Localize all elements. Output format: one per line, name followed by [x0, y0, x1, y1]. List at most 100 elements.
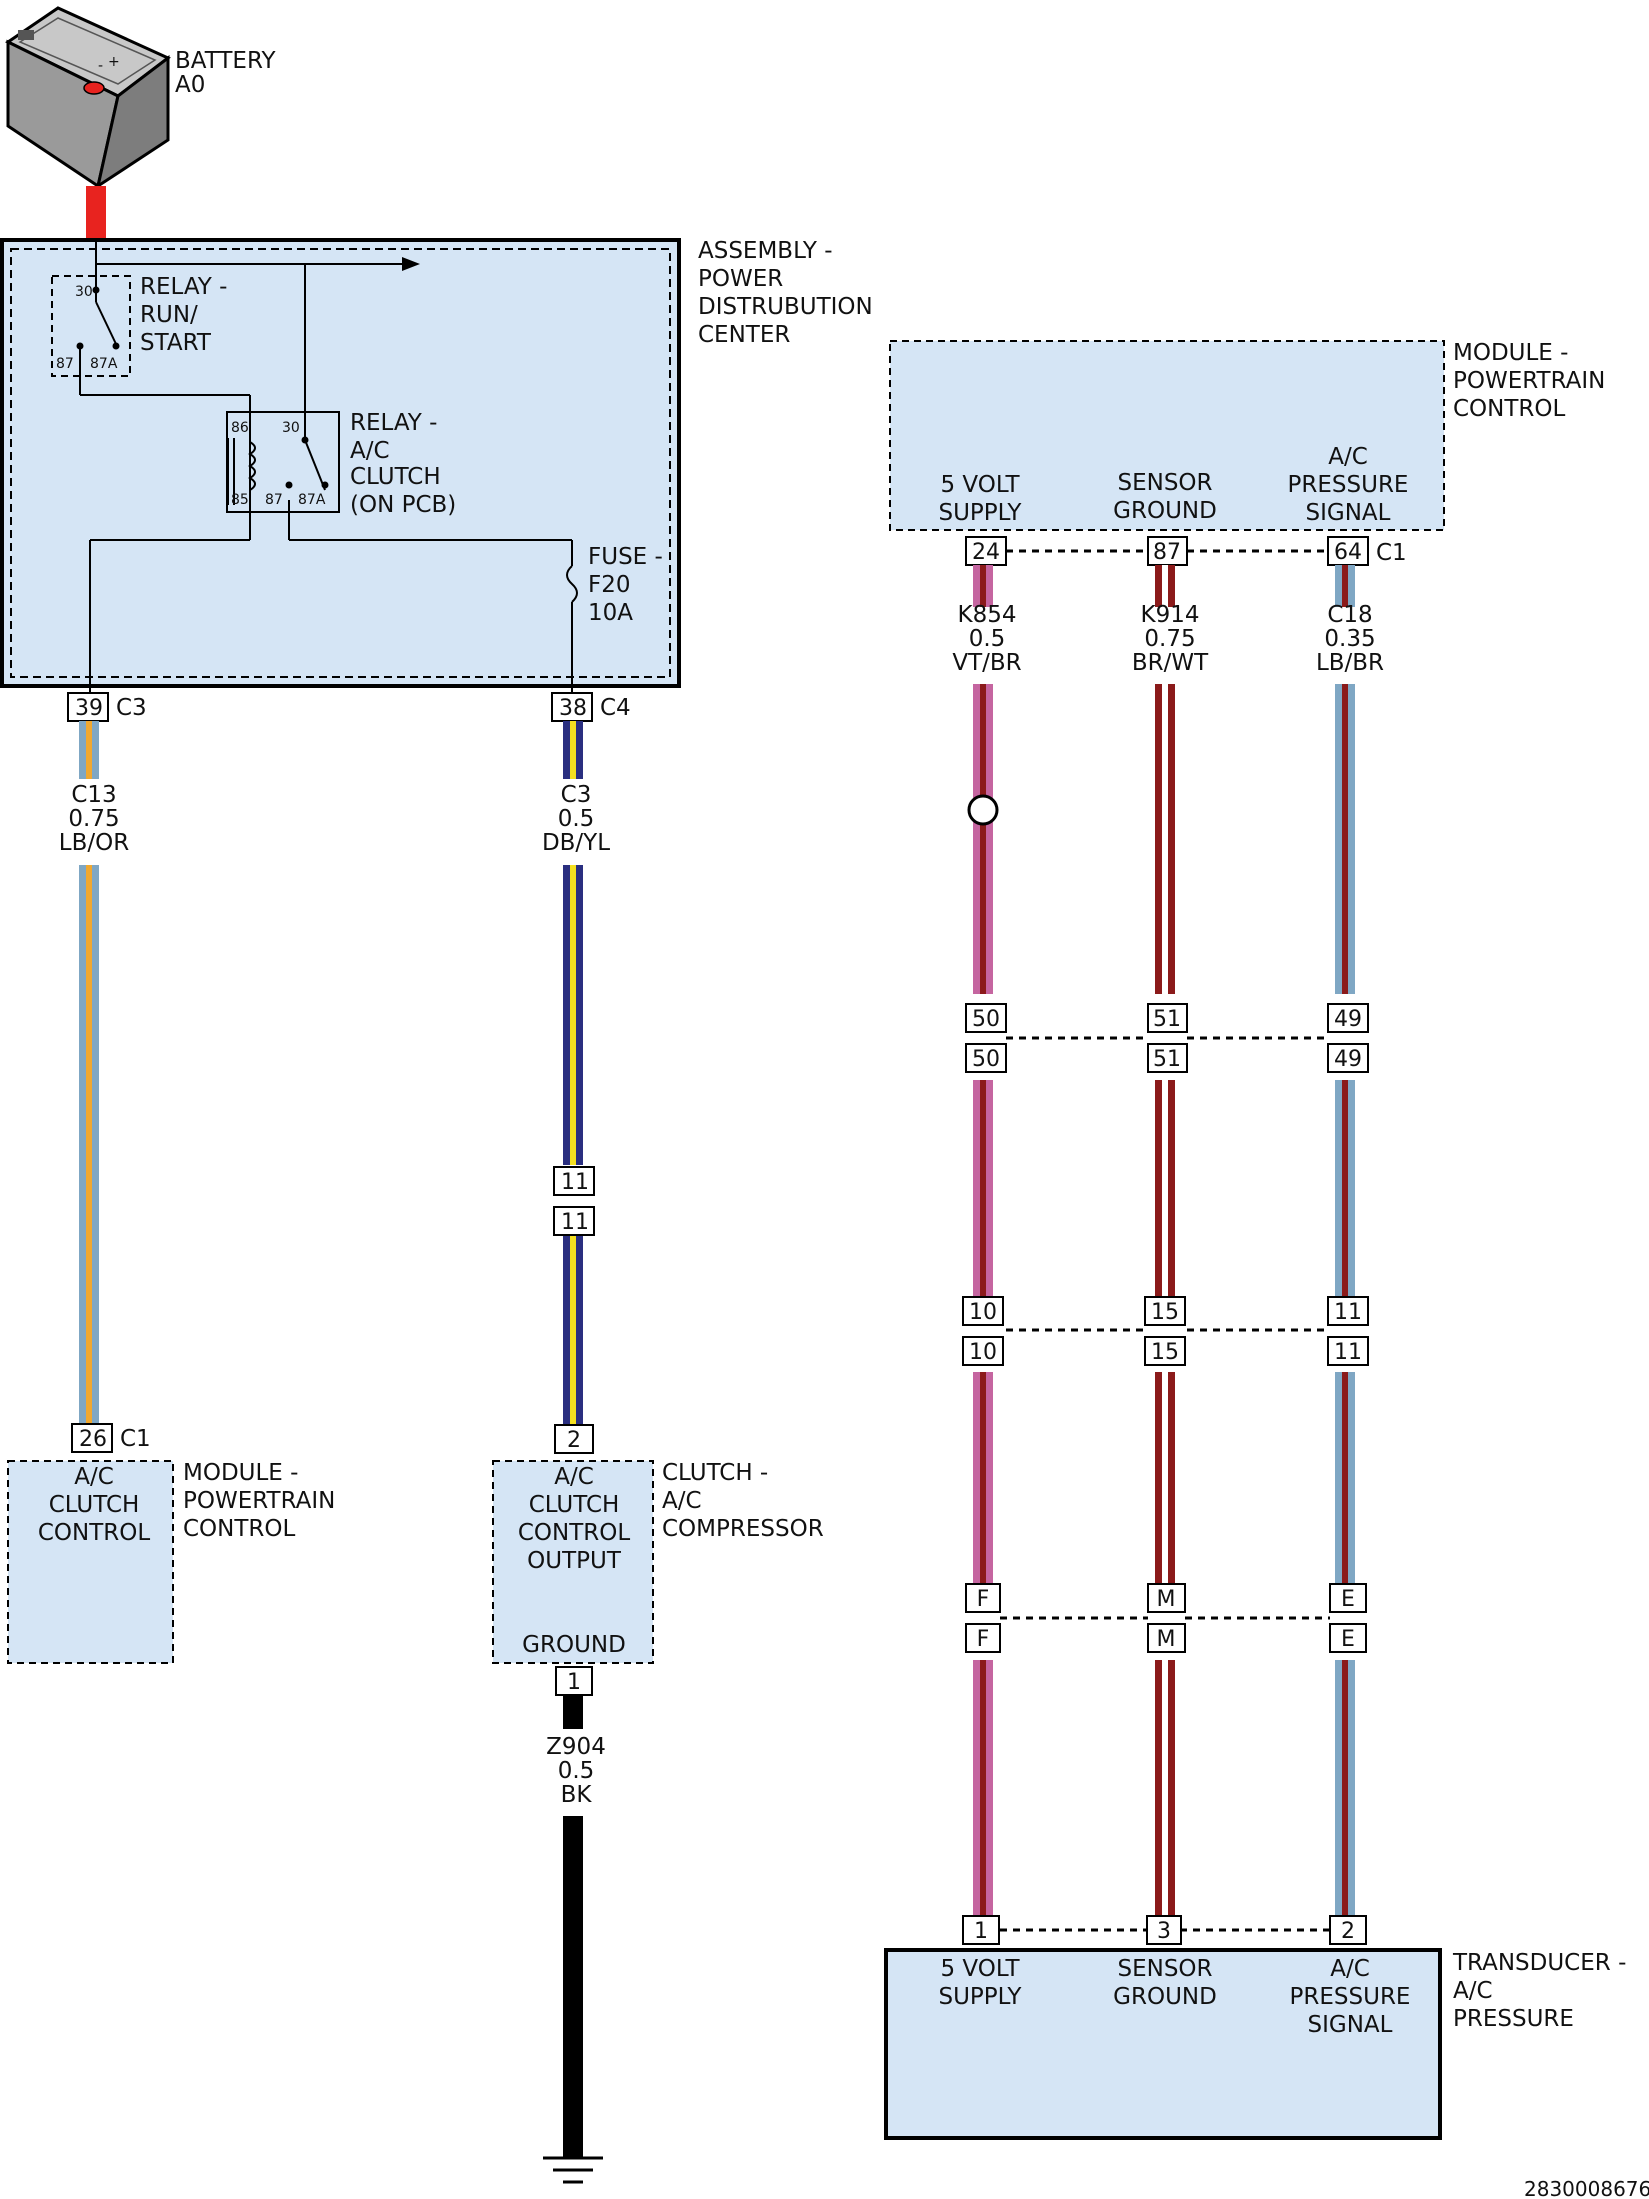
connector-pcm-left-name: C1	[120, 1426, 151, 1452]
svg-text:+: +	[108, 54, 120, 70]
pdc-title: ASSEMBLY - POWER DISTRUBUTION CENTER	[698, 238, 873, 348]
svg-text:49: 49	[1334, 1047, 1362, 1072]
svg-text:POWER: POWER	[698, 266, 783, 292]
clutch-box-text: A/C CLUTCH CONTROL OUTPUT GROUND	[518, 1464, 631, 1658]
transducer-box	[884, 1948, 1442, 2140]
connector-pdc-c3-name: C3	[116, 695, 147, 721]
connector-pcm-left: 26	[71, 1423, 113, 1453]
svg-text:10: 10	[969, 1340, 997, 1365]
svg-text:87: 87	[1153, 540, 1181, 565]
svg-text:GROUND: GROUND	[1113, 498, 1217, 524]
svg-text:SIGNAL: SIGNAL	[1306, 500, 1391, 526]
pcm-left-box	[7, 1460, 174, 1664]
relay-run-start-pin-87: 87	[56, 356, 74, 372]
svg-text:M: M	[1157, 1587, 1176, 1612]
svg-text:LB/OR: LB/OR	[59, 830, 129, 856]
svg-text:FUSE -: FUSE -	[588, 544, 663, 570]
splice-icon	[967, 794, 999, 826]
svg-text:10A: 10A	[588, 600, 633, 626]
battery-cable	[86, 186, 106, 238]
relay-run-start-pin-87a: 87A	[90, 356, 118, 372]
svg-text:C3: C3	[561, 782, 592, 808]
connector-pdc-c4-name: C4	[600, 695, 631, 721]
svg-text:50: 50	[972, 1047, 1000, 1072]
svg-text:F: F	[977, 1587, 990, 1612]
relay-run-start-label: RELAY - RUN/ START	[140, 274, 227, 356]
connector-ground-pin: 1	[555, 1666, 593, 1696]
battery-name: BATTERY	[175, 48, 276, 74]
fuse-label: FUSE - F20 10A	[588, 544, 663, 626]
svg-text:START: START	[140, 330, 212, 356]
svg-text:2: 2	[1341, 1919, 1355, 1944]
svg-text:RELAY -: RELAY -	[350, 410, 437, 436]
wire-c3	[563, 721, 583, 1425]
svg-text:0.75: 0.75	[1144, 626, 1195, 652]
battery-id: A0	[175, 72, 205, 98]
svg-text:0.5: 0.5	[558, 806, 595, 832]
relay-run-start-pin-30: 30	[75, 284, 93, 300]
svg-text:15: 15	[1151, 1340, 1179, 1365]
wire-c13	[79, 721, 99, 1425]
svg-text:C13: C13	[71, 782, 116, 808]
svg-text:CONTROL: CONTROL	[38, 1520, 151, 1546]
connector-pcm-right-name: C1	[1376, 540, 1407, 566]
wire-c18-label: C18 0.35 LB/BR	[1316, 602, 1384, 676]
svg-text:K914: K914	[1141, 602, 1200, 628]
wire-z904	[563, 1695, 583, 2158]
svg-text:SENSOR: SENSOR	[1117, 470, 1212, 496]
relay-ac-pin-30: 30	[282, 420, 300, 436]
svg-text:CENTER: CENTER	[698, 322, 790, 348]
pcm-right-signals: 5 VOLT SUPPLY SENSOR GROUND A/C PRESSURE…	[939, 444, 1409, 526]
svg-text:VT/BR: VT/BR	[952, 650, 1021, 676]
svg-text:F: F	[977, 1627, 990, 1652]
relay-ac-pin-85: 85	[231, 492, 249, 508]
connector-pdc-c4: 38	[551, 692, 593, 722]
svg-text:A/C: A/C	[350, 438, 390, 464]
svg-text:0.75: 0.75	[68, 806, 119, 832]
clutch-label: CLUTCH - A/C COMPRESSOR	[662, 1460, 824, 1542]
relay-ac-clutch	[226, 411, 340, 513]
svg-text:1: 1	[567, 1670, 581, 1695]
svg-text:CLUTCH: CLUTCH	[350, 464, 441, 490]
svg-text:PRESSURE: PRESSURE	[1290, 1984, 1411, 2010]
svg-text:SIGNAL: SIGNAL	[1308, 2012, 1393, 2038]
wire-k914-label: K914 0.75 BR/WT	[1132, 602, 1209, 676]
svg-text:RELAY -: RELAY -	[140, 274, 227, 300]
clutch-box	[492, 1460, 654, 1664]
svg-text:A/C: A/C	[1330, 1956, 1370, 1982]
wire-k854-label: K854 0.5 VT/BR	[952, 602, 1021, 676]
svg-text:38: 38	[559, 696, 587, 721]
transducer-label: TRANSDUCER - A/C PRESSURE	[1452, 1950, 1626, 2032]
svg-text:BK: BK	[561, 1782, 593, 1808]
ground-icon	[543, 2156, 603, 2184]
svg-text:MODULE -: MODULE -	[183, 1460, 298, 1486]
svg-text:SENSOR: SENSOR	[1117, 1956, 1212, 1982]
svg-text:E: E	[1341, 1627, 1355, 1652]
svg-text:A/C: A/C	[1328, 444, 1368, 470]
svg-text:MODULE -: MODULE -	[1453, 340, 1568, 366]
wire-c13-label: C13 0.75 LB/OR	[59, 782, 129, 856]
pcm-right-box	[889, 340, 1445, 531]
svg-text:PRESSURE: PRESSURE	[1288, 472, 1409, 498]
figure-id: 2830008676	[1524, 2177, 1649, 2199]
svg-text:10: 10	[969, 1300, 997, 1325]
connector-inline-1: 50 50 51 51 49 49	[965, 1003, 1369, 1073]
connector-pcm-right: 24 87 64	[965, 536, 1369, 566]
pcm-left-label: MODULE - POWERTRAIN CONTROL	[183, 1460, 335, 1542]
svg-text:26: 26	[79, 1427, 107, 1452]
svg-text:3: 3	[1157, 1919, 1171, 1944]
svg-text:POWERTRAIN: POWERTRAIN	[183, 1488, 335, 1514]
wire-k914	[1155, 565, 1175, 1915]
svg-text:1: 1	[974, 1919, 988, 1944]
svg-text:51: 51	[1153, 1007, 1181, 1032]
svg-text:SUPPLY: SUPPLY	[939, 500, 1023, 526]
svg-text:CONTROL: CONTROL	[518, 1520, 631, 1546]
svg-text:COMPRESSOR: COMPRESSOR	[662, 1516, 824, 1542]
svg-text:0.5: 0.5	[969, 626, 1006, 652]
transducer-signals: 5 VOLT SUPPLY SENSOR GROUND A/C PRESSURE…	[939, 1956, 1411, 2038]
svg-text:2: 2	[567, 1428, 581, 1453]
svg-text:RUN/: RUN/	[140, 302, 198, 328]
svg-text:GROUND: GROUND	[522, 1632, 626, 1658]
svg-text:-: -	[98, 58, 103, 74]
svg-text:49: 49	[1334, 1007, 1362, 1032]
